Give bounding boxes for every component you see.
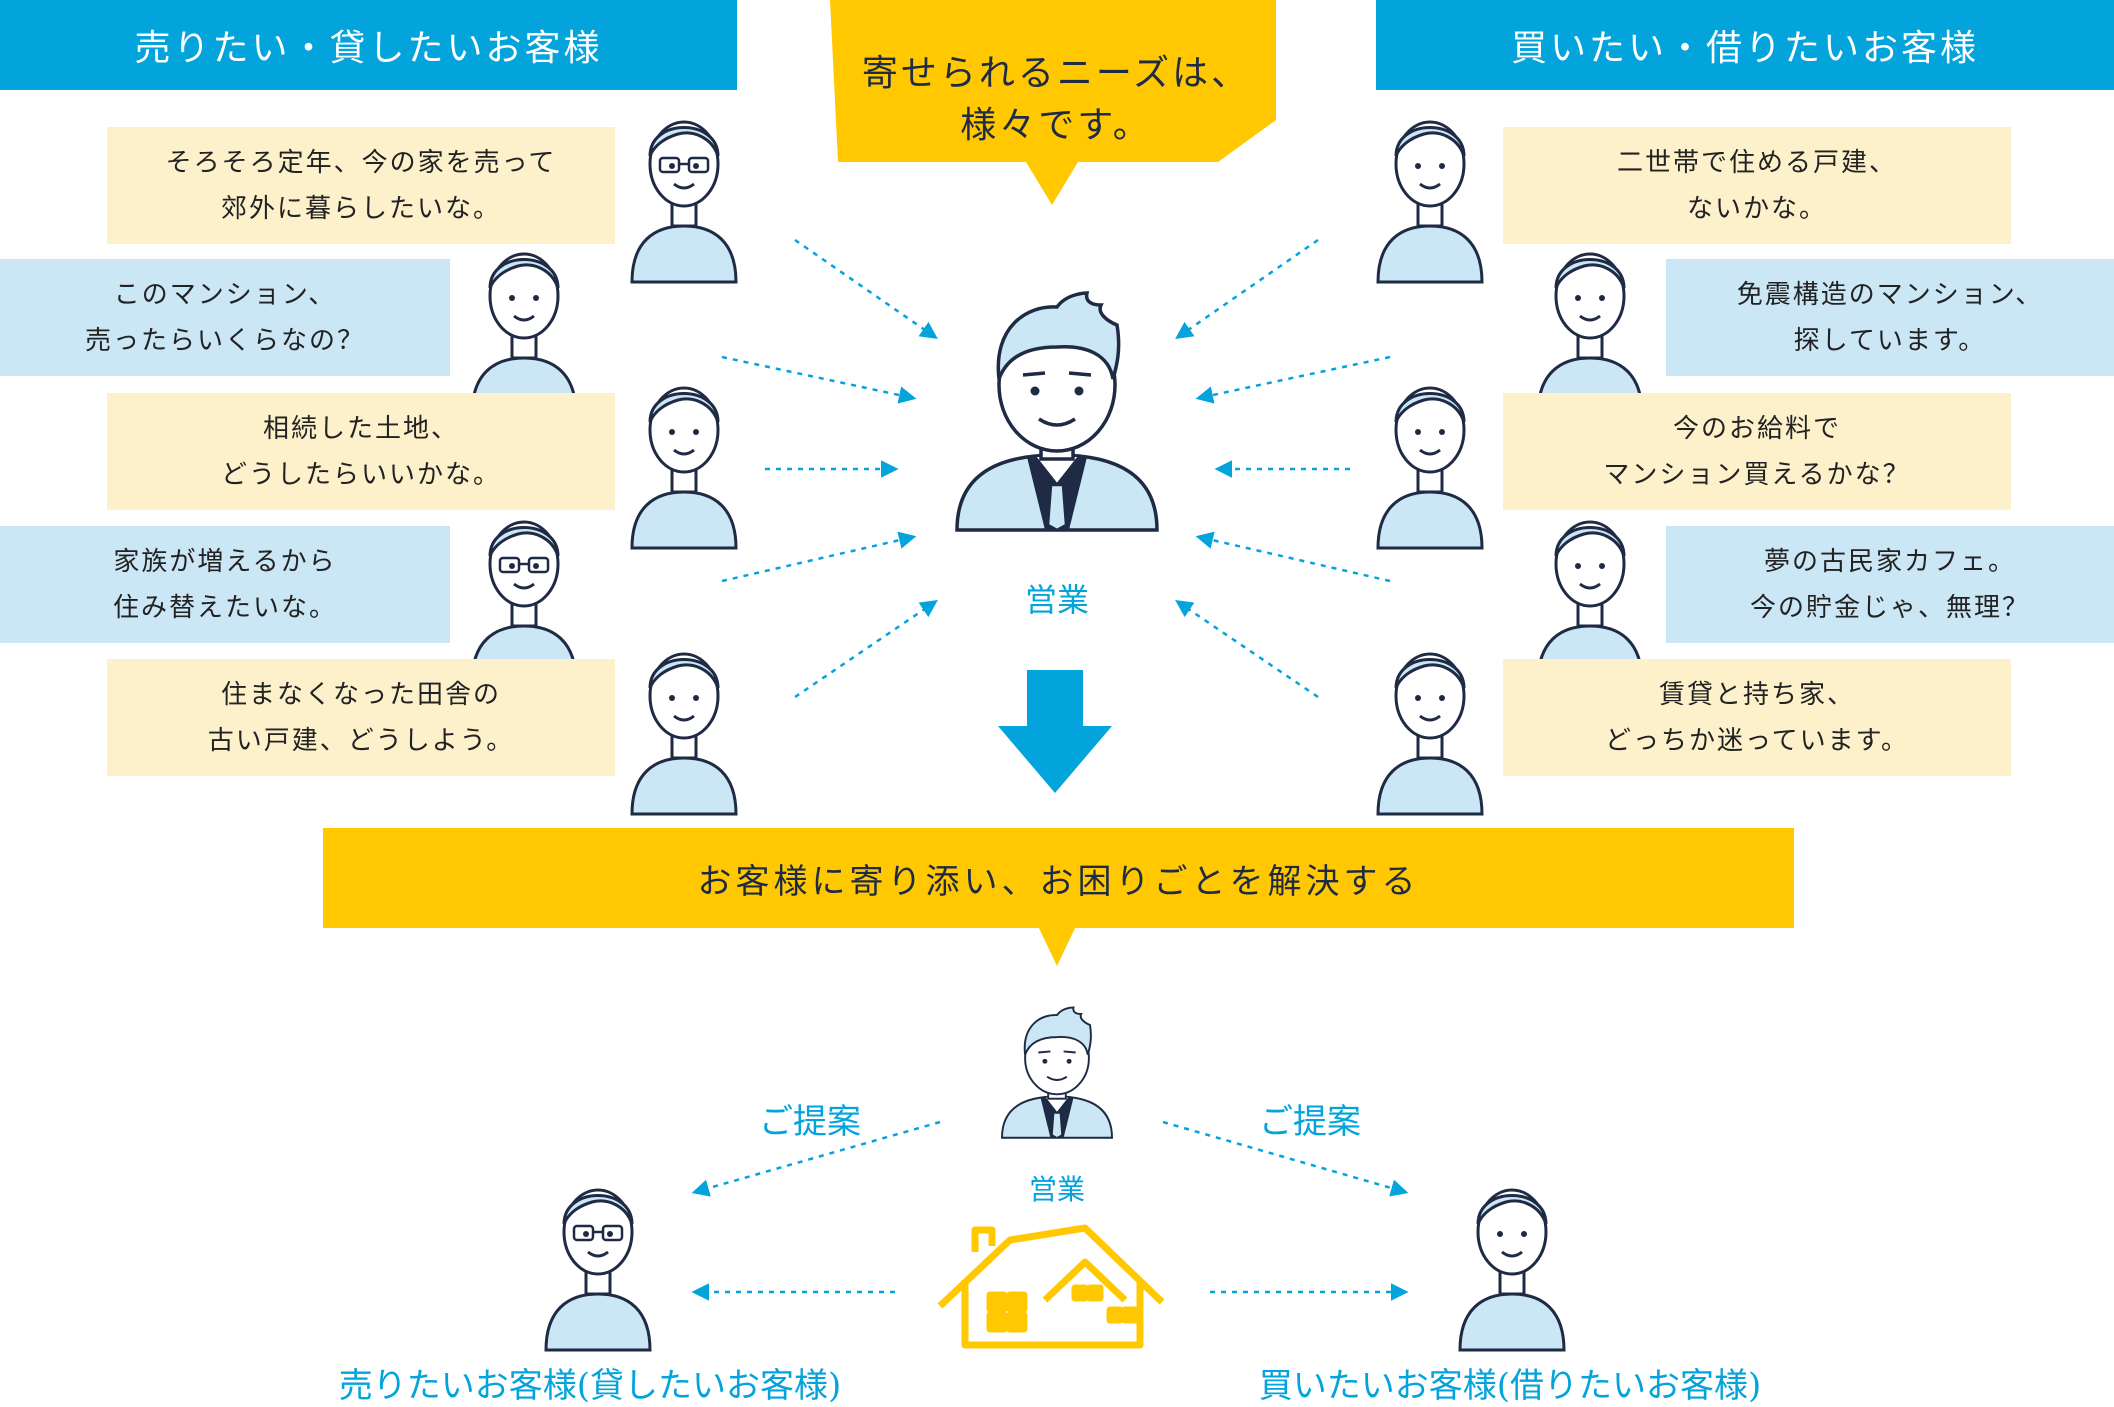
right-need-1: 二世帯で住める戸建、ないかな。 [1503,127,2011,244]
need-text: 今のお給料で [1672,413,1841,444]
need-text: 家族が増えるから [113,546,337,577]
need-text: 免震構造のマンション、 [1736,279,2044,310]
buyer-customer-avatar [1458,1188,1566,1352]
agent-label-top: 営業 [1024,581,1089,619]
avatar-young-man [630,386,738,550]
need-text: 夢の古民家カフェ。 [1763,546,2016,577]
seller-customer-avatar [546,1190,650,1350]
left-need-4: 家族が増えるから住み替えたいな。 [0,526,450,643]
buyer-customer-label: 買いたいお客様(借りたいお客様) [1258,1366,1762,1406]
left-arrows [721,238,938,699]
need-text: マンション買えるかな？ [1603,459,1911,490]
need-text: 古い戸建、どうしよう。 [207,725,515,756]
left-need-3: 相続した土地、どうしたらいいかな。 [107,393,615,510]
need-text: どっちか迷っています。 [1604,725,1910,756]
need-text: このマンション、 [113,279,337,310]
seller-customer-label: 売りたいお客様(貸したいお客様) [338,1366,842,1406]
need-text: 相続した土地、 [262,413,459,444]
right-arrows [1175,238,1391,699]
callout-text: 寄せられるニーズは、 様々です。 [838,48,1274,152]
left-need-5: 住まなくなった田舎の古い戸建、どうしよう。 [107,659,615,776]
callout-bubble [830,0,1276,205]
avatar-old-woman [470,252,578,416]
proposal-label-left: ご提案 [759,1102,861,1142]
need-text: 住まなくなった田舎の [220,679,501,710]
right-need-4: 夢の古民家カフェ。今の貯金じゃ、無理？ [1666,526,2114,643]
avatar-woman-glasses [472,522,576,682]
callout-line-2: 様々です。 [960,105,1152,146]
agent-avatar-large [955,291,1159,532]
right-need-3: 今のお給料でマンション買えるかな？ [1503,393,2011,510]
need-text: 賃貸と持ち家、 [1658,679,1855,710]
avatar-middle-aged-man [1376,120,1484,284]
avatar-ponytail-woman [1376,652,1484,816]
need-text: 住み替えたいな。 [112,592,337,623]
need-text: ないかな。 [1686,193,1827,224]
need-text: 売ったらいくらなの？ [84,325,365,356]
need-text: 探しています。 [1793,325,1987,356]
avatar-long-hair-woman [1536,520,1644,684]
proposal-arrows [691,1120,1409,1301]
proposal-label-right: ご提案 [1259,1102,1361,1142]
right-header: 買いたい・借りたいお客様 [1376,0,2114,90]
need-text: そろそろ定年、今の家を売って [165,147,557,178]
need-text: 今の貯金じゃ、無理？ [1749,592,2030,623]
avatar-curly-woman [1536,252,1644,416]
left-need-2: このマンション、売ったらいくらなの？ [0,259,450,376]
banner-pointer [1038,926,1076,966]
solution-banner: お客様に寄り添い、お困りごとを解決する [323,828,1794,928]
avatar-man-glasses [632,122,736,282]
need-text: どうしたらいいかな。 [220,459,501,490]
right-need-2: 免震構造のマンション、探しています。 [1666,259,2114,376]
right-need-5: 賃貸と持ち家、どっちか迷っています。 [1503,659,2011,776]
left-need-1: そろそろ定年、今の家を売って郊外に暮らしたいな。 [107,127,615,244]
avatar-old-man [630,652,738,816]
need-text: 二世帯で住める戸建、 [1616,147,1897,178]
agent-label-bottom: 営業 [1028,1173,1085,1206]
need-text: 郊外に暮らしたいな。 [220,193,501,224]
avatar-young-woman [1376,386,1484,550]
agent-avatar-small [1001,1006,1113,1139]
down-arrow-icon [998,670,1112,793]
left-header: 売りたい・貸したいお客様 [0,0,737,90]
house-icon [937,1224,1165,1349]
callout-line-1: 寄せられるニーズは、 [861,53,1251,94]
